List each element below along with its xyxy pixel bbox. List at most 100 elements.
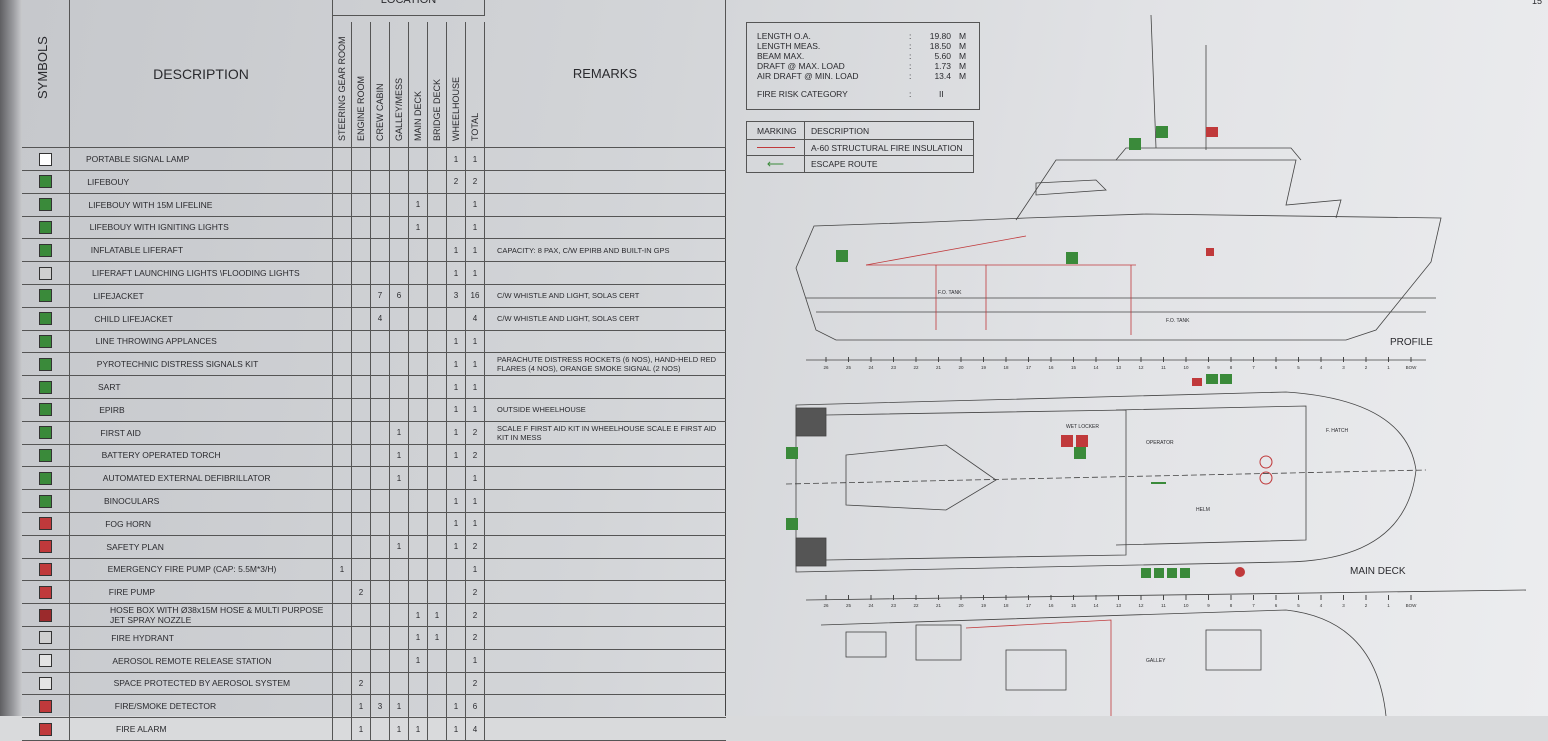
column-header: MAIN DECK [409,22,428,148]
symbol-cell [22,512,70,535]
frame-label: 16 [1048,603,1054,608]
location-count-cell [409,444,428,467]
description-cell: HOSE BOX WITH Ø38x15M HOSE & MULTI PURPO… [70,604,333,626]
remarks-cell [485,627,726,649]
description-cell: EMERGENCY FIRE PUMP (CAP: 5.5M*3/H) [70,558,333,581]
fo-tank-label-2: F.O. TANK [1166,318,1190,324]
location-count-cell: 1 [447,718,466,740]
symbol-cell [22,604,70,626]
symbol-cell [22,558,70,581]
location-count-cell [390,649,409,672]
remarks-cell [485,194,726,216]
remarks-cell [485,376,726,398]
hatch-label: F. HATCH [1326,428,1349,434]
fire-risk-label: FIRE RISK CATEGORY [757,89,848,99]
location-count-cell: 1 [466,216,485,239]
location-count-cell [390,558,409,581]
remarks-cell [485,695,726,717]
symbol-cell [22,376,70,398]
lifebuoy-icon [39,175,52,189]
location-count-cell [352,444,371,467]
location-count-cell [352,490,371,512]
location-count-cell [352,353,371,376]
location-count-cell: 1 [466,398,485,421]
remarks-cell [485,581,726,603]
location-count-cell [352,148,371,170]
location-count-cell [428,216,447,239]
location-count-cell [409,330,428,353]
description-cell: FIRE PUMP [70,581,333,604]
frame-label: 14 [1093,365,1099,370]
location-count-cell: 1 [447,148,466,170]
location-count-cell [352,604,371,626]
particular-label: DRAFT @ MAX. LOAD [757,61,845,71]
location-count-cell: 1 [447,535,466,558]
particular-value: 18.50 [929,41,951,51]
location-count-cell: 1 [466,376,485,398]
location-count-cell [333,398,352,421]
frame-label: 22 [913,603,919,608]
location-count-cell [390,216,409,239]
description-cell: AEROSOL REMOTE RELEASE STATION [70,649,333,672]
location-count-cell [428,512,447,535]
location-count-cell: 1 [333,558,352,581]
location-count-cell: 3 [447,284,466,307]
child-lifejacket-icon [39,312,52,326]
frame-label: 9 [1207,603,1210,608]
location-count-cell: 4 [466,307,485,330]
location-count-cell [371,718,390,740]
description-cell: INFLATABLE LIFERAFT [70,239,333,262]
particular-value: 19.80 [929,31,951,41]
profile-title: PROFILE [1390,337,1433,348]
defibrillator-icon [39,471,52,485]
location-count-cell: 4 [466,718,485,740]
safety-plan-sheet [22,0,1548,716]
separator: : [909,41,912,51]
frame-label: 15 [1071,603,1077,608]
location-count-cell: 1 [466,193,485,216]
location-count-cell [428,672,447,695]
frame-label: 21 [936,603,942,608]
frame-label: 10 [1183,603,1189,608]
frame-label: 8 [1230,603,1233,608]
location-count-cell [352,307,371,330]
epirb-icon [39,403,52,417]
remarks-cell: CAPACITY: 8 PAX, C/W EPIRB AND BUILT-IN … [497,245,670,255]
description-cell: CHILD LIFEJACKET [70,307,333,330]
location-count-cell: 4 [371,307,390,330]
location-count-cell [447,581,466,604]
column-header: BRIDGE DECK [428,22,447,148]
remarks-cell [485,444,726,466]
location-count-cell: 1 [447,421,466,444]
location-count-cell [409,535,428,558]
column-header: TOTAL [466,22,485,148]
board-frame [0,0,22,716]
location-count-cell [352,467,371,490]
location-count-cell [352,376,371,398]
description-cell: LIFEBOUY WITH 15M LIFELINE [70,193,333,216]
location-count-cell [371,649,390,672]
location-count-cell: 1 [390,535,409,558]
frame-label: 7 [1252,603,1255,608]
location-count-cell [371,467,390,490]
frame-label: 21 [936,365,942,370]
description-cell: BATTERY OPERATED TORCH [70,444,333,467]
frame-label: 23 [891,365,897,370]
location-count-cell [409,490,428,512]
location-count-cell [333,353,352,376]
location-count-cell: 1 [390,695,409,718]
symbol-cell [22,148,70,170]
location-count-cell [390,581,409,604]
location-count-cell [447,626,466,649]
location-count-cell: 1 [447,330,466,353]
wet-locker-label: WET LOCKER [1066,424,1099,430]
location-count-cell [333,148,352,170]
location-count-cell [371,193,390,216]
location-count-cell [371,626,390,649]
